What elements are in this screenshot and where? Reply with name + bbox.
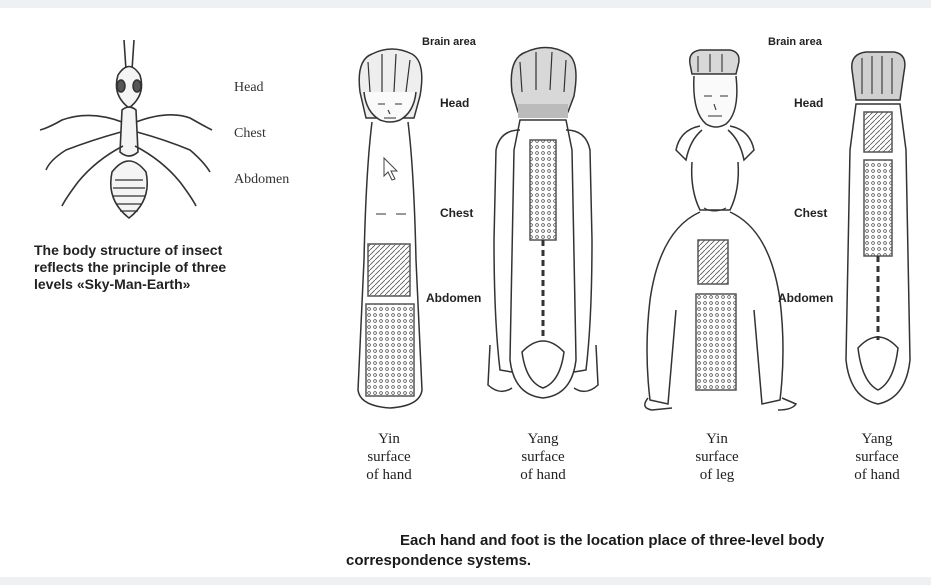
- insect-caption-line: The body structure of insect: [34, 242, 284, 259]
- insect-abdomen-label: Abdomen: [234, 172, 289, 188]
- caption-line: of hand: [498, 466, 588, 484]
- caption-line: of hand: [832, 466, 922, 484]
- caption-line: surface: [498, 448, 588, 466]
- insect-caption: The body structure of insect reflects th…: [34, 242, 284, 293]
- ant-illustration: [40, 40, 212, 218]
- caption-line: surface: [344, 448, 434, 466]
- yang-hand-figure-2: [846, 52, 910, 404]
- yin-hand-figure: [358, 49, 422, 408]
- abdomen-zone-label: Abdomen: [426, 291, 481, 305]
- brain-area-label: Brain area: [768, 36, 822, 48]
- chest-zone-label: Chest: [440, 206, 473, 220]
- brain-area-label: Brain area: [422, 36, 476, 48]
- insect-caption-line: levels «Sky-Man-Earth»: [34, 276, 284, 293]
- insect-head-label: Head: [234, 80, 264, 96]
- abdomen-zone-label: Abdomen: [778, 291, 833, 305]
- insect-caption-line: reflects the principle of three: [34, 259, 284, 276]
- caption-line: of leg: [672, 466, 762, 484]
- bottom-caption-line: Each hand and foot is the location place…: [346, 531, 928, 551]
- yin-leg-figure: [645, 50, 796, 410]
- caption-line: surface: [832, 448, 922, 466]
- head-zone-label: Head: [440, 96, 469, 110]
- figure-caption: Yang surface of hand: [832, 430, 922, 484]
- chest-zone-label: Chest: [794, 206, 827, 220]
- caption-line: of hand: [344, 466, 434, 484]
- figure-caption: Yin surface of hand: [344, 430, 434, 484]
- head-zone-label: Head: [794, 96, 823, 110]
- figure-caption: Yang surface of hand: [498, 430, 588, 484]
- caption-line: Yang: [498, 430, 588, 448]
- caption-line: Yin: [672, 430, 762, 448]
- cursor-icon: [384, 158, 397, 180]
- yang-hand-figure: [488, 47, 598, 398]
- figure-caption: Yin surface of leg: [672, 430, 762, 484]
- bottom-caption-line: correspondence systems.: [346, 551, 928, 571]
- insect-chest-label: Chest: [234, 126, 266, 142]
- caption-line: Yin: [344, 430, 434, 448]
- caption-line: Yang: [832, 430, 922, 448]
- caption-line: surface: [672, 448, 762, 466]
- bottom-caption: Each hand and foot is the location place…: [346, 531, 928, 571]
